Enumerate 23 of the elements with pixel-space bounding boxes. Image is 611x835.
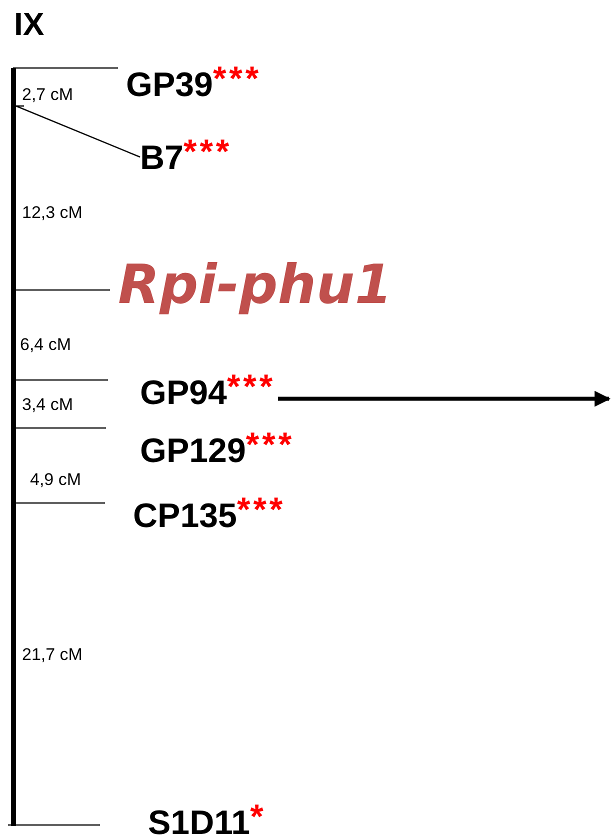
chromosome-title: IX [14,8,44,40]
significance-mark: *** [183,133,232,171]
gene-label: Rpi-phu1 [118,258,392,312]
leader-line [16,105,140,158]
arrow [278,390,611,407]
marker-name: GP39 [126,66,213,104]
significance-mark: *** [236,491,286,529]
marker-name: GP129 [140,432,246,470]
distance-label: 6,4 cM [20,336,72,353]
distance-label: 21,7 cM [22,646,82,663]
significance-mark: *** [212,60,262,98]
distance-label: 3,4 cM [22,396,74,413]
significance-mark: *** [246,426,295,464]
marker-name: B7 [140,139,184,177]
significance-mark: * [250,798,266,835]
marker-name: S1D11 [148,804,250,835]
marker-name: GP94 [140,374,227,412]
chromosome-bar [11,68,16,826]
marker-name: CP135 [133,497,237,535]
distance-label: 2,7 cM [22,86,74,103]
distance-label: 12,3 cM [22,204,82,221]
distance-label: 4,9 cM [30,471,82,488]
significance-mark: *** [226,368,276,406]
